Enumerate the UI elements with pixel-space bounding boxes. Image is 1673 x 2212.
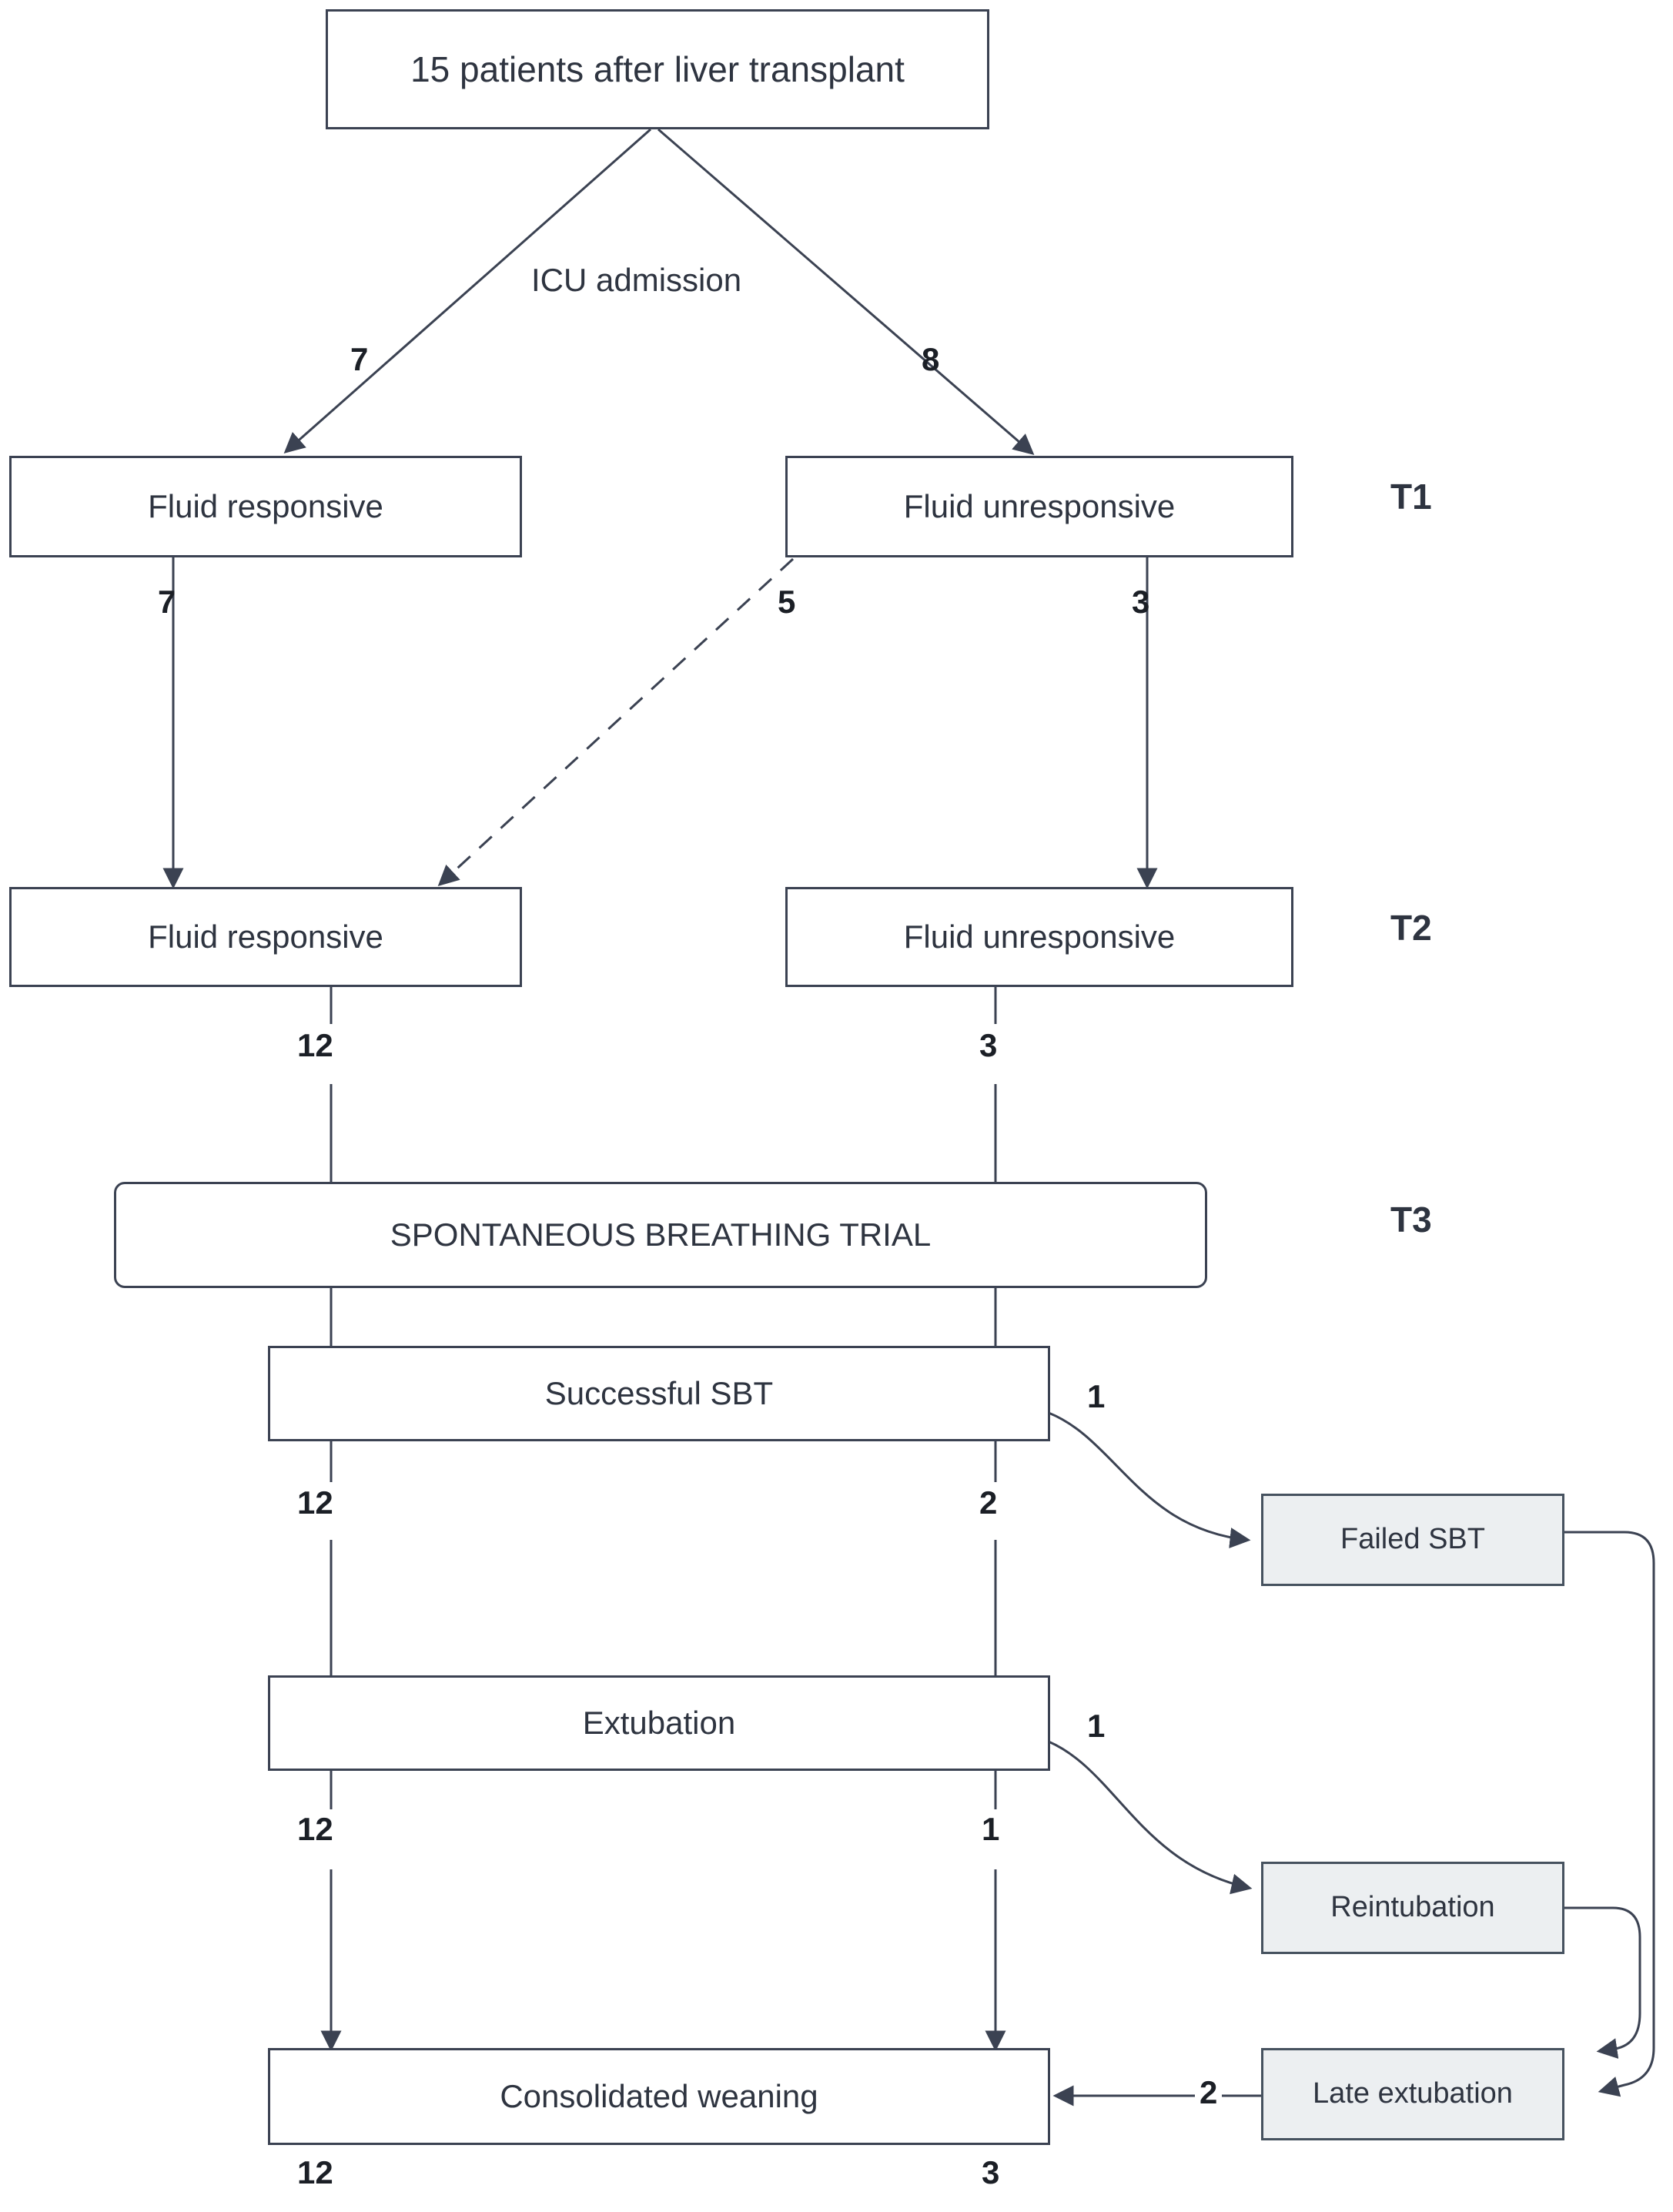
edge-extubation-to-reintubation <box>1048 1740 1253 1895</box>
edge-label-extubation-to-reintubation: 1 <box>1087 1708 1106 1744</box>
edge-label-successful-to-failed-sbt: 1 <box>1087 1378 1106 1414</box>
node-failed-sbt[interactable]: Failed SBT <box>1261 1494 1564 1586</box>
node-successful-sbt-label: Successful SBT <box>544 1374 774 1411</box>
node-t2-fluid-responsive[interactable]: Fluid responsive <box>9 887 522 987</box>
edge-label-bottom-left-total: 12 <box>297 2154 333 2190</box>
node-consolidated-weaning[interactable]: Consolidated weaning <box>268 2048 1050 2145</box>
node-late-extubation[interactable]: Late extubation <box>1261 2048 1564 2140</box>
node-extubation-label: Extubation <box>582 1704 736 1741</box>
node-failed-sbt-label: Failed SBT <box>1340 1523 1485 1556</box>
stage-label-t3: T3 <box>1390 1200 1432 1240</box>
edge-label-t1-unresponsive-to-t2-unresponsive: 3 <box>1132 584 1150 620</box>
edge-label-extubation-right: 1 <box>982 1811 1000 1847</box>
node-t1-fluid-unresponsive-label: Fluid unresponsive <box>903 487 1176 524</box>
stage-label-t2: T2 <box>1390 908 1432 948</box>
edge-label-bottom-right-total: 3 <box>982 2154 1000 2190</box>
edge-label-successful-left: 12 <box>297 1484 333 1521</box>
node-root-label: 15 patients after liver transplant <box>410 49 905 89</box>
node-late-extubation-label: Late extubation <box>1313 2077 1513 2110</box>
node-t2-fluid-responsive-label: Fluid responsive <box>148 918 383 955</box>
node-t1-fluid-responsive[interactable]: Fluid responsive <box>9 456 522 557</box>
edge-label-icu-admission: ICU admission <box>531 262 742 298</box>
node-t1-fluid-unresponsive[interactable]: Fluid unresponsive <box>785 456 1293 557</box>
node-extubation[interactable]: Extubation <box>268 1675 1050 1771</box>
node-spontaneous-breathing-trial-label: SPONTANEOUS BREATHING TRIAL <box>390 1216 932 1253</box>
node-t2-fluid-unresponsive[interactable]: Fluid unresponsive <box>785 887 1293 987</box>
node-reintubation-label: Reintubation <box>1330 1891 1495 1924</box>
edge-successful-to-failed-sbt <box>1048 1411 1251 1549</box>
node-consolidated-weaning-label: Consolidated weaning <box>500 2077 818 2114</box>
node-spontaneous-breathing-trial[interactable]: SPONTANEOUS BREATHING TRIAL <box>114 1182 1207 1288</box>
edge-label-root-to-t1-responsive: 7 <box>350 341 369 377</box>
edge-label-extubation-left: 12 <box>297 1811 333 1847</box>
edge-label-t2-unresponsive-to-sbt: 3 <box>979 1027 998 1063</box>
node-successful-sbt[interactable]: Successful SBT <box>268 1346 1050 1441</box>
edge-failed-sbt-to-late-extubation <box>1563 1531 1655 2097</box>
edge-label-root-to-t1-unresponsive: 8 <box>922 341 940 377</box>
edge-root-to-t1-responsive <box>283 128 651 453</box>
stage-label-t1: T1 <box>1390 477 1432 517</box>
edge-label-t2-responsive-to-sbt: 12 <box>297 1027 333 1063</box>
edge-reintubation-to-late-extubation <box>1563 1906 1641 2060</box>
node-t1-fluid-responsive-label: Fluid responsive <box>148 487 383 524</box>
edge-t1-unresponsive-to-t2-responsive <box>437 557 795 887</box>
node-root[interactable]: 15 patients after liver transplant <box>326 9 989 129</box>
node-t2-fluid-unresponsive-label: Fluid unresponsive <box>903 918 1176 955</box>
edge-label-late-extubation-to-consolidated: 2 <box>1195 2074 1223 2111</box>
edge-label-t1-unresponsive-to-t2-responsive: 5 <box>778 584 796 620</box>
edge-label-t1-responsive-to-t2-responsive: 7 <box>158 584 176 620</box>
edge-root-to-t1-unresponsive <box>657 128 1035 455</box>
edge-label-successful-right: 2 <box>979 1484 998 1521</box>
node-reintubation[interactable]: Reintubation <box>1261 1862 1564 1954</box>
